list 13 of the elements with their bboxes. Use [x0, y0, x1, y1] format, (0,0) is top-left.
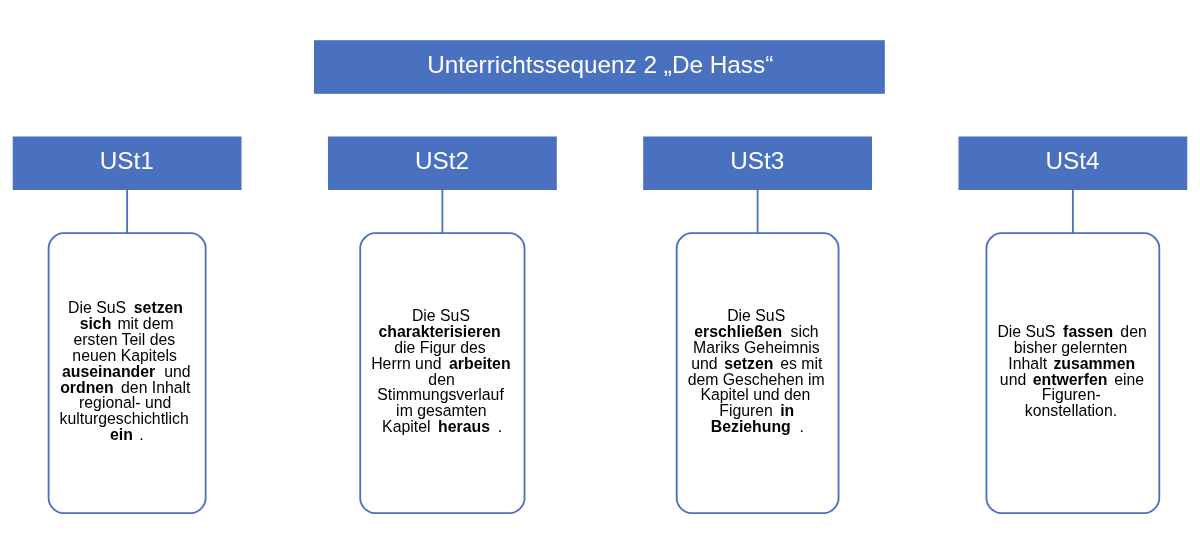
node-box: Die SuS fassen den bisher gelernten Inhalt zusammen und entwerfen eine Figuren- konstellation.: [985, 232, 1161, 515]
node-box: USt2: [327, 136, 557, 190]
connector: [441, 188, 444, 234]
node-box: Die SuS setzen sich mit dem ersten Teil des neuen Kapitels auseinander und ordnen den Inhalt regional- und kulturgeschichtlich ein.: [47, 232, 207, 515]
connector: [756, 188, 759, 234]
connector: [126, 188, 129, 234]
node-box: USt1: [12, 136, 242, 190]
node-box: Unterrichtssequenz 2 „De Hass“: [313, 40, 885, 94]
node-box: Die SuS charakterisieren die Figur des Herrn und arbeiten den Stimmungsverlauf im gesamten Kapitel heraus.: [359, 232, 526, 515]
node-box: USt3: [643, 136, 873, 190]
connector: [1071, 188, 1074, 234]
node-box: USt4: [958, 136, 1188, 190]
node-box: Die SuS erschließen sich Mariks Geheimnis und setzen es mit dem Geschehen im Kapitel und den Figuren in Beziehung.: [675, 232, 840, 515]
